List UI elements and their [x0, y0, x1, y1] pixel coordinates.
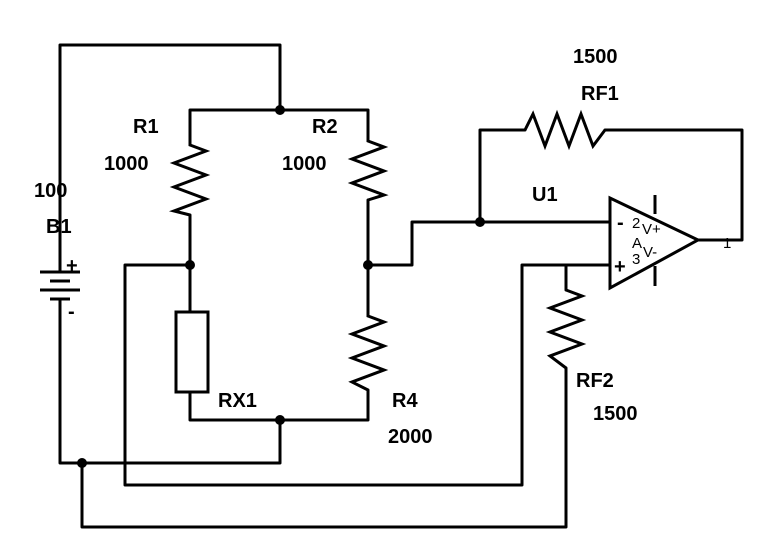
b1-name: B1: [46, 216, 72, 238]
wire-right-node-to-inverting: [366, 220, 612, 267]
wire-battery-top: [58, 43, 282, 252]
resistor-r4: [347, 310, 389, 392]
rf2-name: RF2: [576, 370, 614, 392]
junction-left-node: [185, 260, 195, 270]
b1-minus-sign: -: [68, 301, 75, 323]
resistor-rf2: [545, 288, 587, 370]
r1-name: R1: [133, 116, 159, 138]
rx1-name: RX1: [218, 390, 257, 412]
wire-left-node-to-noninverting: [123, 263, 612, 487]
b1-plus-sign: +: [66, 255, 78, 277]
b1-value: 100: [34, 180, 67, 202]
wire-rf1-to-output: [603, 128, 744, 242]
r4-name: R4: [392, 390, 418, 412]
u1-noninverting-sign: +: [614, 256, 626, 278]
r2-name: R2: [312, 116, 338, 138]
u1-amp-letter: A: [632, 235, 642, 252]
resistor-r1: [168, 140, 211, 217]
wire-rf1-feedback: [478, 128, 527, 224]
u1-vminus-label: V-: [643, 244, 657, 261]
u1-vplus-label: V+: [642, 221, 661, 238]
junction-bottom: [275, 415, 285, 425]
junction-top: [275, 105, 285, 115]
resistor-rf1: [523, 109, 607, 151]
u1-name: U1: [532, 184, 558, 206]
rf2-value: 1500: [593, 403, 638, 425]
u1-inverting-sign: -: [617, 212, 624, 234]
resistor-r2: [347, 139, 389, 202]
junction-ground: [77, 458, 87, 468]
battery-b1: [40, 248, 80, 312]
wire-rf2-ground: [80, 366, 568, 529]
opamp-u1: [608, 195, 702, 291]
rf1-value: 1500: [573, 46, 618, 68]
resistor-rx1: [174, 310, 210, 394]
u1-pin-inverting: 2: [632, 215, 640, 232]
junction-right-node: [363, 260, 373, 270]
rf1-name: RF1: [581, 83, 619, 105]
r4-value: 2000: [388, 426, 433, 448]
r1-value: 1000: [104, 153, 149, 175]
junction-inverting: [475, 217, 485, 227]
r2-value: 1000: [282, 153, 327, 175]
u1-pin-output: 1: [723, 235, 731, 252]
u1-pin-noninverting: 3: [632, 251, 640, 268]
wire-bottom-node-ground: [58, 308, 282, 465]
